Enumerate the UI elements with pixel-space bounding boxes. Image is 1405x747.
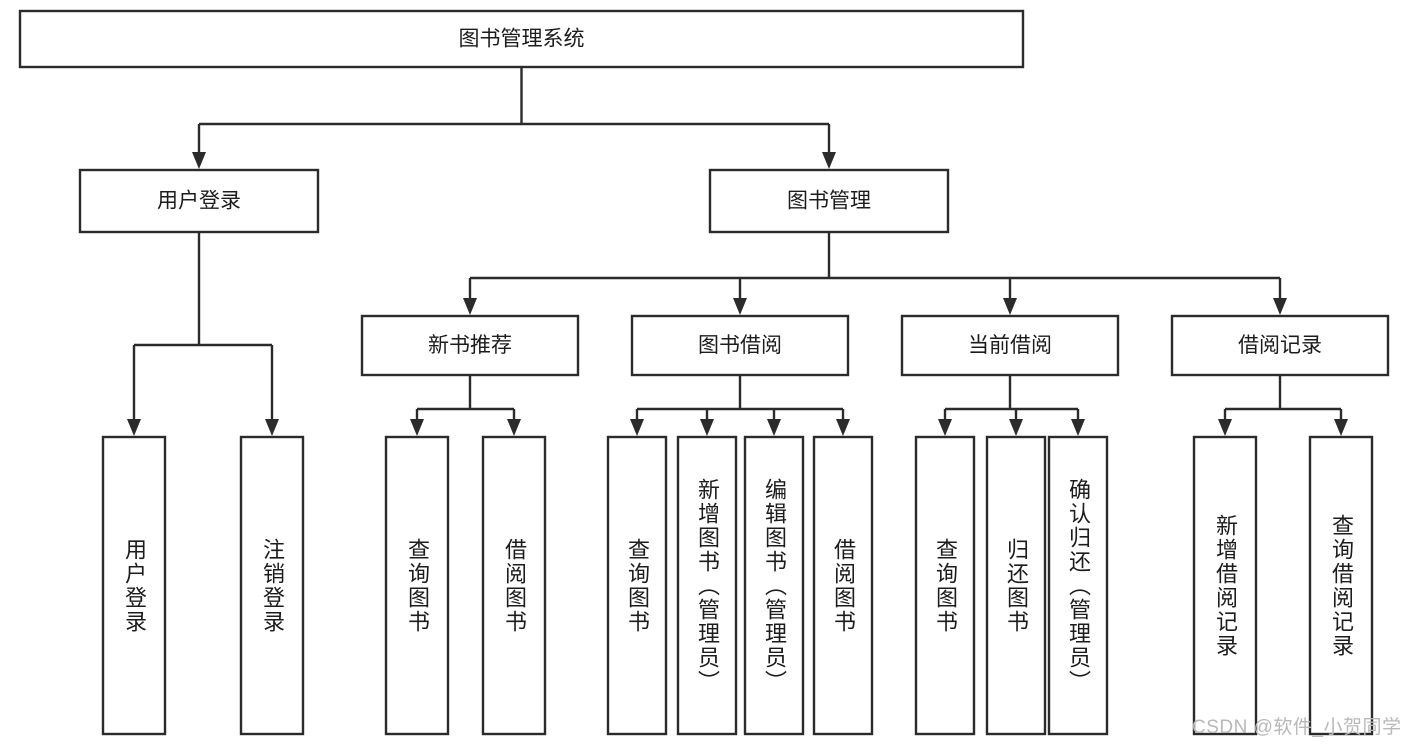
node-box-leaf-query-book-current[interactable] bbox=[914, 435, 976, 736]
arrow-head-icon bbox=[836, 419, 850, 436]
arrow-head-icon bbox=[1071, 419, 1085, 436]
node-box-leaf-return-book[interactable] bbox=[985, 435, 1047, 736]
node-box-book-management[interactable] bbox=[708, 168, 950, 234]
node-box-leaf-borrow-book-recommend[interactable] bbox=[481, 435, 547, 736]
arrow-head-icon bbox=[822, 152, 836, 169]
arrow-head-icon bbox=[767, 419, 781, 436]
node-box-leaf-query-book-recommend[interactable] bbox=[384, 435, 450, 736]
node-box-leaf-add-borrow-record[interactable] bbox=[1192, 435, 1258, 736]
node-box-book-borrow[interactable] bbox=[630, 314, 850, 377]
node-label-borrow-record: 借阅记录 bbox=[1238, 334, 1322, 357]
arrow-head-icon bbox=[700, 419, 714, 436]
node-label-book-management: 图书管理 bbox=[787, 190, 871, 213]
node-box-new-book-recommend[interactable] bbox=[360, 314, 580, 377]
node-box-leaf-confirm-return-admin[interactable] bbox=[1047, 435, 1109, 736]
arrow-head-icon bbox=[1334, 419, 1348, 436]
node-box-leaf-edit-book-admin[interactable] bbox=[743, 435, 805, 736]
arrow-head-icon bbox=[127, 419, 141, 436]
node-label-current-borrow: 当前借阅 bbox=[968, 334, 1052, 357]
arrow-head-icon bbox=[733, 298, 747, 315]
node-box-current-borrow[interactable] bbox=[900, 314, 1120, 377]
node-box-leaf-user-login[interactable] bbox=[101, 435, 167, 736]
arrow-head-icon bbox=[410, 419, 424, 436]
edge-group bbox=[127, 67, 1348, 436]
node-label-book-borrow: 图书借阅 bbox=[698, 334, 782, 357]
arrow-head-icon bbox=[1218, 419, 1232, 436]
node-box-user-login[interactable] bbox=[78, 168, 320, 234]
node-label-root: 图书管理系统 bbox=[459, 28, 585, 51]
node-box-root[interactable] bbox=[18, 9, 1025, 69]
arrow-head-icon bbox=[463, 298, 477, 315]
arrow-head-icon bbox=[507, 419, 521, 436]
arrow-head-icon bbox=[630, 419, 644, 436]
arrow-head-icon bbox=[265, 419, 279, 436]
arrow-head-icon bbox=[1009, 419, 1023, 436]
node-box-leaf-add-book-admin[interactable] bbox=[676, 435, 738, 736]
arrow-head-icon bbox=[1273, 298, 1287, 315]
arrow-head-icon bbox=[938, 419, 952, 436]
node-box-borrow-record[interactable] bbox=[1170, 314, 1390, 377]
node-box-leaf-query-borrow-record[interactable] bbox=[1308, 435, 1374, 736]
node-label-new-book-recommend: 新书推荐 bbox=[428, 334, 512, 357]
node-box-leaf-query-book-borrow[interactable] bbox=[606, 435, 668, 736]
node-label-user-login: 用户登录 bbox=[157, 190, 241, 213]
watermark-text: CSDN @软件_小贺同学 bbox=[1192, 717, 1402, 738]
arrow-head-icon bbox=[1003, 298, 1017, 315]
arrow-head-icon bbox=[192, 152, 206, 169]
node-box-leaf-borrow-book[interactable] bbox=[812, 435, 874, 736]
node-box-leaf-logout[interactable] bbox=[239, 435, 305, 736]
